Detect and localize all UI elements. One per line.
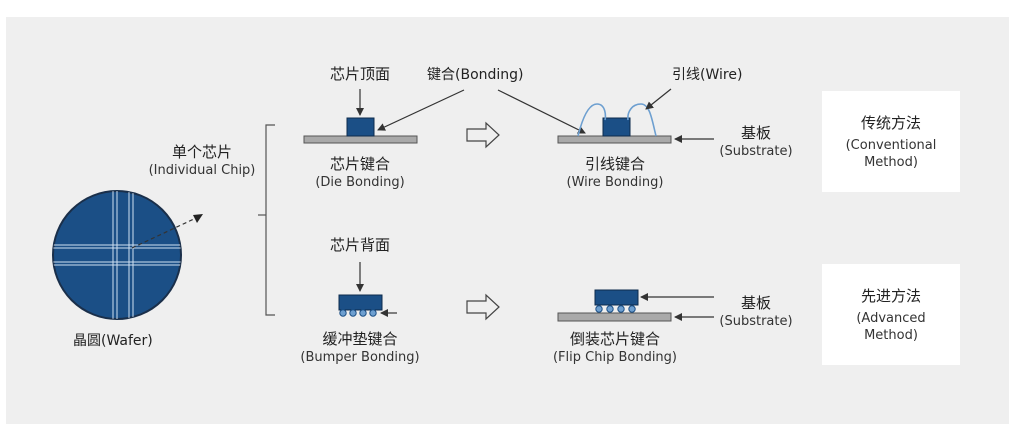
wire-bonding-en: (Wire Bonding) xyxy=(566,175,664,190)
substrate-label-top: 基板 (Substrate) xyxy=(716,124,796,159)
process-arrow-bottom-icon xyxy=(466,293,500,321)
individual-chip-zh: 单个芯片 xyxy=(171,143,232,161)
individual-chip-label: 单个芯片 (Individual Chip) xyxy=(142,143,262,178)
bumper-bonding-zh: 缓冲垫键合 xyxy=(322,330,398,348)
flip-chip-graphic xyxy=(557,289,672,322)
substrate-label-bottom: 基板 (Substrate) xyxy=(716,294,796,329)
die-bonding-label: 芯片键合 (Die Bonding) xyxy=(300,155,420,190)
conventional-method-box: 传统方法 (Conventional Method) xyxy=(822,91,960,192)
die-bonding-en: (Die Bonding) xyxy=(315,175,405,190)
individual-chip-en: (Individual Chip) xyxy=(148,163,256,178)
advanced-en2: Method) xyxy=(864,328,918,343)
wafer-arrowhead-icon xyxy=(193,214,203,223)
bumper-bonding-graphic xyxy=(338,294,383,317)
bumper-bonding-en: (Bumper Bonding) xyxy=(300,350,420,365)
conventional-en1: (Conventional xyxy=(845,138,937,153)
wire-callout-label: 引线(Wire) xyxy=(672,67,743,83)
substrate-top-en: (Substrate) xyxy=(719,144,793,159)
wire-bonding-zh: 引线键合 xyxy=(584,155,645,173)
chip-bracket xyxy=(265,124,275,316)
conventional-en2: Method) xyxy=(864,155,918,170)
substrate-bottom-en: (Substrate) xyxy=(719,314,793,329)
wire-bonding-graphic xyxy=(557,103,672,144)
chip-top-label: 芯片顶面 xyxy=(329,65,390,83)
wire-arrow xyxy=(645,88,672,110)
advanced-zh: 先进方法 xyxy=(860,287,921,305)
process-arrow-top-icon xyxy=(466,121,500,149)
advanced-en1: (Advanced xyxy=(856,311,926,326)
wafer-dashed-arrow xyxy=(131,217,197,249)
bonding-arrow-left xyxy=(377,89,465,131)
wafer-graphic xyxy=(52,190,182,320)
bumper-bonding-label: 缓冲垫键合 (Bumper Bonding) xyxy=(292,330,428,365)
die-bonding-zh: 芯片键合 xyxy=(329,155,390,173)
flip-chip-bonding-label: 倒装芯片键合 (Flip Chip Bonding) xyxy=(544,330,686,365)
substrate-bottom-zh: 基板 xyxy=(740,294,771,312)
substrate-top-zh: 基板 xyxy=(740,124,771,142)
flip-chip-bonding-zh: 倒装芯片键合 xyxy=(569,330,660,348)
wire-bonding-label: 引线键合 (Wire Bonding) xyxy=(548,155,682,190)
wafer-label: 晶圆(Wafer) xyxy=(73,333,153,349)
bonding-arrow-right xyxy=(497,89,586,134)
advanced-method-box: 先进方法 (Advanced Method) xyxy=(822,264,960,365)
conventional-zh: 传统方法 xyxy=(860,114,921,132)
bonding-callout-label: 键合(Bonding) xyxy=(427,67,524,83)
chip-back-label: 芯片背面 xyxy=(329,236,390,254)
flip-chip-bonding-en: (Flip Chip Bonding) xyxy=(552,350,677,365)
die-bonding-graphic xyxy=(303,117,418,144)
